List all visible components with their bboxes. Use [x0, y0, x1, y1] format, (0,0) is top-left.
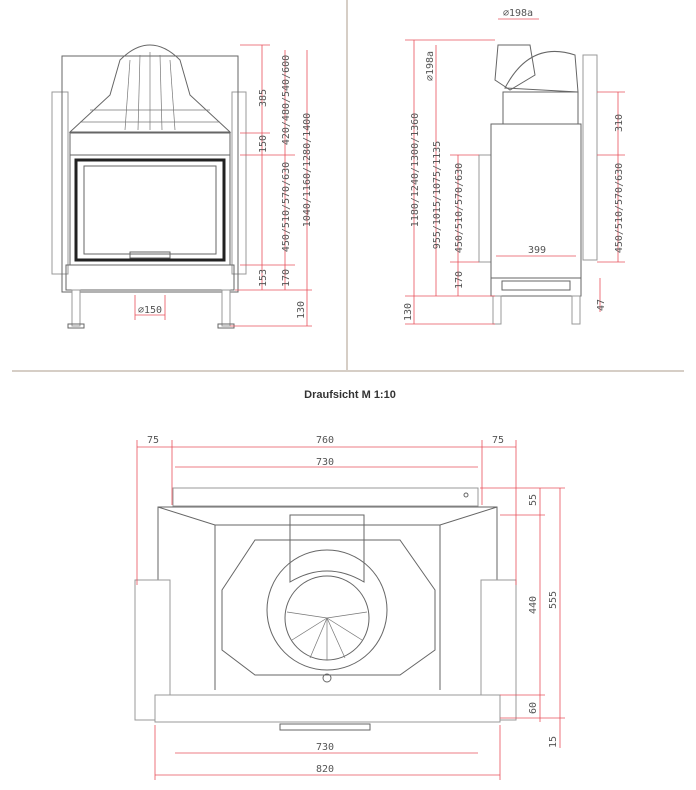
dim-450-630-right: 450/510/570/630: [614, 163, 625, 253]
dim-130: 130: [403, 303, 414, 321]
dim-flue-side: ⌀198a: [425, 51, 436, 81]
dim-60: 60: [528, 702, 539, 714]
dim-75-left: 75: [147, 435, 159, 446]
dim-450-630-left: 450/510/570/630: [454, 163, 465, 253]
dim-1040-1400: 1040/1160/1280/1400: [302, 113, 313, 227]
dim-170: 170: [454, 271, 465, 289]
dim-955-1135: 955/1015/1075/1135: [432, 141, 443, 249]
dim-75-right: 75: [492, 435, 504, 446]
dim-15: 15: [548, 736, 559, 748]
section-title: Draufsicht M 1:10: [304, 389, 396, 401]
dim-170: 170: [281, 269, 292, 287]
dim-47: 47: [596, 299, 607, 311]
dim-730-bottom: 730: [316, 742, 334, 753]
dim-450-630: 450/510/570/630: [281, 162, 292, 252]
dim-820: 820: [316, 764, 334, 775]
dim-420-600: 420/480/540/600: [281, 55, 292, 145]
dim-555: 555: [548, 591, 559, 609]
dim-flue-150: ⌀150: [138, 305, 162, 316]
side-view: ⌀198a ⌀198a 1180/1240/1300/1360 955/1015…: [403, 8, 625, 325]
top-view: 75 760 75 730 55 440 555 60 15 730 820: [134, 435, 565, 780]
dim-55: 55: [528, 494, 539, 506]
dim-730-top: 730: [316, 457, 334, 468]
dim-flue-top: ⌀198a: [503, 8, 533, 19]
dim-440: 440: [528, 596, 539, 614]
front-view: 385 150 420/480/540/600 450/510/570/630 …: [51, 44, 313, 329]
dim-1180-1360: 1180/1240/1300/1360: [410, 113, 421, 227]
dim-760: 760: [316, 435, 334, 446]
dim-150: 150: [258, 135, 269, 153]
dim-399: 399: [528, 245, 546, 256]
dim-310: 310: [614, 114, 625, 132]
dim-385: 385: [258, 89, 269, 107]
dim-130: 130: [296, 301, 307, 319]
dim-153: 153: [258, 269, 269, 287]
